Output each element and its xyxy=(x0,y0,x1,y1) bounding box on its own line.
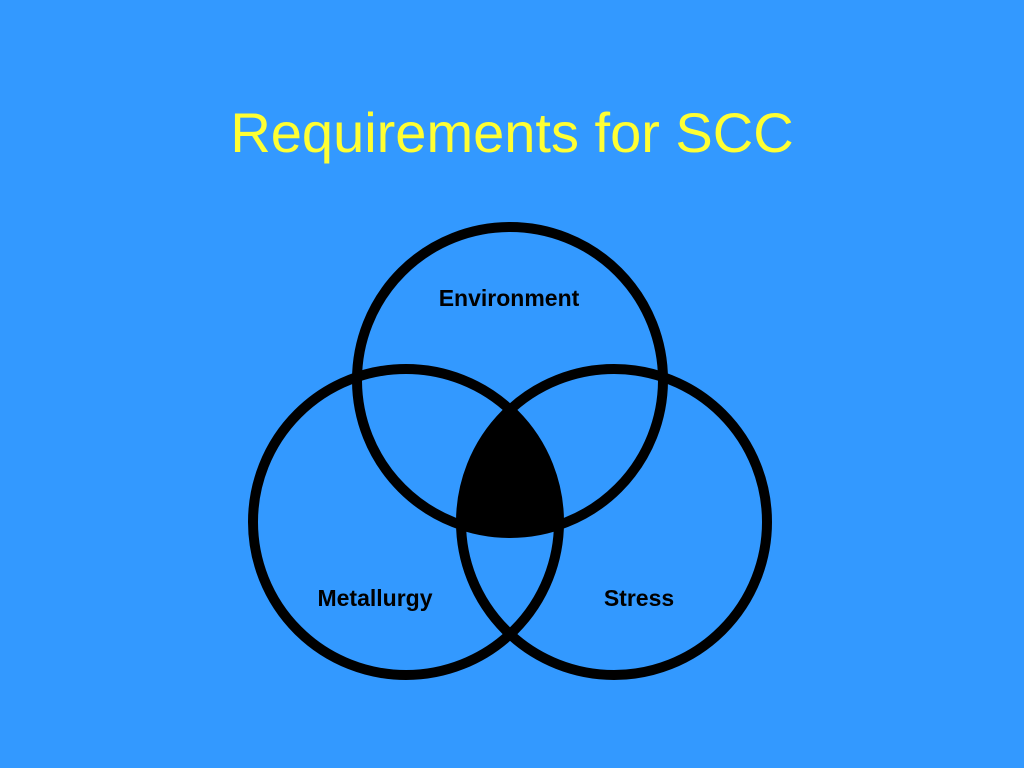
stress-circle xyxy=(456,364,772,680)
slide-title: Requirements for SCC xyxy=(230,101,794,164)
metallurgy-circle xyxy=(248,364,564,680)
environment-label: Environment xyxy=(439,285,580,311)
stress-label: Stress xyxy=(604,585,674,611)
metallurgy-label: Metallurgy xyxy=(317,585,432,611)
